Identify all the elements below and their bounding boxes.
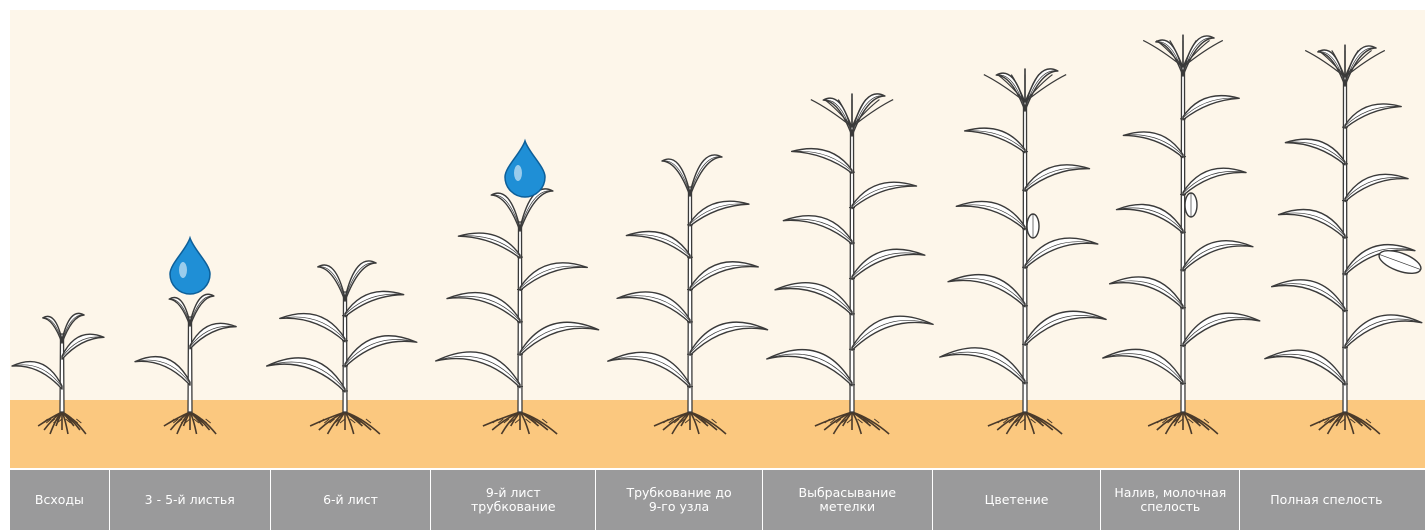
leaf: [1183, 96, 1239, 120]
leaf: [1025, 165, 1090, 191]
leaf: [318, 265, 345, 301]
leaf: [965, 128, 1025, 153]
stalk: [188, 317, 192, 412]
leaf: [626, 231, 690, 258]
stage-label-9-leaf: 9-й листтрубкование: [431, 470, 595, 530]
leaf: [458, 233, 520, 258]
leaf: [491, 193, 520, 231]
stalk: [60, 334, 64, 412]
stage-label-6-leaf: 6-й лист: [271, 470, 431, 530]
water-drop-icon: [505, 141, 545, 197]
leaf: [662, 159, 690, 196]
leaf: [520, 263, 587, 291]
stage-label-tasseling: Выбрасываниеметелки: [763, 470, 932, 530]
leaf: [190, 294, 214, 326]
leaf: [690, 155, 722, 196]
leaf: [690, 262, 758, 291]
leaf: [12, 362, 62, 389]
leaf: [1345, 174, 1408, 201]
leaf: [1117, 204, 1183, 233]
corn-plant-stage-4: [436, 189, 599, 434]
corn-plant-stage-5: [608, 155, 768, 434]
corn-plant-stage-6: [767, 93, 933, 434]
corn-plant-stage-8: [1103, 35, 1260, 434]
leaf: [43, 316, 62, 343]
water-drop-body: [505, 141, 545, 197]
leaf: [940, 348, 1025, 384]
leaf: [1279, 209, 1345, 238]
leaf: [1285, 139, 1345, 165]
water-drop-highlight: [179, 262, 187, 278]
leaf: [690, 201, 749, 226]
leaf: [767, 350, 852, 386]
corn-plant-stage-3: [267, 261, 417, 434]
corn-plant-stage-1: [12, 313, 104, 434]
leaf: [62, 334, 104, 359]
water-drop-highlight: [514, 165, 522, 181]
leaf: [783, 216, 852, 244]
leaf: [792, 149, 852, 174]
stage-label-3-5-leaves: 3 - 5-й листья: [110, 470, 270, 530]
water-drop-body: [170, 238, 210, 294]
leaf: [447, 293, 520, 323]
stage-label-milk-ripeness: Налив, молочнаяспелость: [1101, 470, 1239, 530]
leaf: [956, 201, 1025, 229]
leaf: [1183, 241, 1253, 271]
leaf: [1183, 168, 1246, 195]
leaf: [280, 314, 345, 342]
stage-labels-bar: Всходы 3 - 5-й листья 6-й лист 9-й листт…: [10, 470, 1425, 530]
ripe-ear-group: [1376, 246, 1424, 278]
leaf: [345, 291, 404, 316]
stage-label-tasseling-text: Выбрасываниеметелки: [799, 486, 897, 514]
leaf: [852, 182, 917, 208]
corn-plant-stage-7: [940, 68, 1106, 434]
leaf: [135, 357, 190, 385]
leaf: [169, 298, 190, 326]
leaf: [1025, 238, 1098, 268]
stage-label-9-leaf-text: 9-й листтрубкование: [471, 486, 556, 514]
corn-plant-stage-9: [1265, 45, 1424, 434]
leaf: [190, 323, 236, 348]
stalk: [343, 292, 347, 412]
leaf: [1345, 104, 1401, 128]
leaf: [852, 249, 925, 279]
stage-label-flowering: Цветение: [933, 470, 1101, 530]
stage-label-full-ripeness: Полная спелость: [1240, 470, 1425, 530]
stage-label-jointing-text: Трубкование до9-го узла: [626, 486, 731, 514]
stage-label-jointing: Трубкование до9-го узла: [596, 470, 762, 530]
leaf: [1123, 132, 1183, 158]
water-drop-icon: [170, 238, 210, 294]
plants-layer: [0, 0, 1425, 470]
corn-plant-stage-2: [135, 294, 236, 434]
stage-label-emergence: Всходы: [10, 470, 109, 530]
leaf: [436, 352, 520, 388]
